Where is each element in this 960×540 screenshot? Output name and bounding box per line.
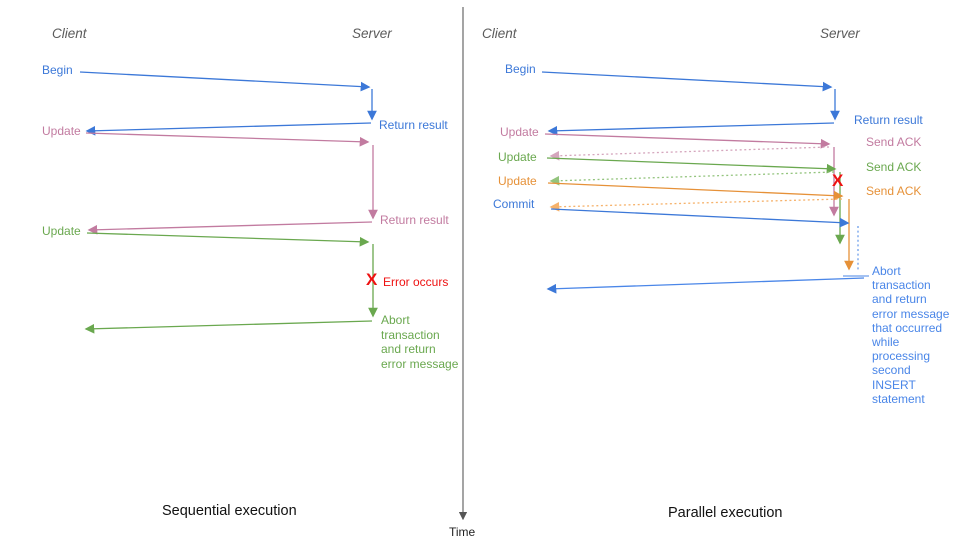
par-commit-request-arrow (550, 208, 850, 228)
seq-abort-line: error message (381, 356, 459, 371)
par-abort-line: transaction (872, 278, 931, 293)
sequential-diagram-arrows (79, 71, 378, 334)
seq-abort-line: Abort (381, 313, 410, 327)
seq-update2-return-arrow (84, 320, 373, 334)
par-abort-line: Abort (872, 264, 901, 278)
par-update1-request-arrow (544, 133, 831, 149)
par-abort-line: statement (872, 391, 925, 406)
seq-client-header: Client (52, 26, 87, 41)
par-abort-line: second (872, 363, 911, 378)
par-update1-ack-arrow (549, 146, 830, 161)
par-begin-request-arrow (541, 71, 833, 92)
seq-begin-request-arrow (79, 71, 371, 92)
par-caption: Parallel execution (668, 505, 783, 521)
par-update1-label: Update (500, 125, 539, 139)
par-update2-request-arrow (546, 157, 837, 174)
par-server-header: Server (820, 26, 860, 41)
par-abort-line: that occurred (872, 320, 943, 335)
par-abort-line: while (872, 335, 900, 350)
par-client-header: Client (482, 26, 517, 41)
par-commit-label: Commit (493, 197, 535, 211)
par-send-ack3-label: Send ACK (866, 184, 922, 198)
par-abort-line: error message (872, 306, 950, 321)
seq-error-occurs-label: Error occurs (383, 275, 449, 289)
parallel-diagram-arrows (541, 71, 869, 294)
par-update2-label: Update (498, 150, 537, 164)
par-abort-return-arrow (546, 277, 865, 294)
par-abort-line: processing (872, 349, 931, 364)
seq-server-header: Server (352, 26, 392, 41)
seq-error-x-icon: X (366, 270, 378, 289)
par-update2-ack-arrow (549, 171, 835, 186)
seq-return-result2-label: Return result (380, 213, 449, 227)
seq-update2-request-arrow (86, 232, 370, 247)
par-update3-ack-arrow (549, 198, 843, 212)
par-begin-return-arrow (547, 122, 835, 136)
par-send-ack2-label: Send ACK (866, 160, 922, 174)
seq-begin-label: Begin (42, 63, 73, 77)
seq-abort-message: Abort transaction and return error messa… (381, 313, 458, 371)
par-error-x-icon: X (832, 171, 844, 190)
seq-return-result1-label: Return result (379, 118, 448, 132)
seq-update2-label: Update (42, 224, 81, 238)
seq-abort-line: and return (381, 342, 436, 356)
time-axis-label: Time (449, 525, 476, 539)
par-abort-message: Abort transaction and return error messa… (872, 264, 949, 406)
seq-update1-label: Update (42, 124, 81, 138)
par-send-ack1-label: Send ACK (866, 135, 922, 149)
par-begin-label: Begin (505, 62, 536, 76)
seq-abort-line: transaction (381, 327, 440, 342)
seq-update1-return-arrow (87, 221, 373, 235)
par-return-result-label: Return result (854, 113, 923, 127)
par-abort-line: INSERT (872, 377, 916, 392)
par-abort-line: and return (872, 292, 927, 307)
par-update3-label: Update (498, 174, 537, 188)
seq-caption: Sequential execution (162, 503, 297, 519)
par-update3-request-arrow (547, 182, 844, 201)
seq-begin-return-arrow (85, 122, 372, 136)
seq-update1-request-arrow (85, 132, 370, 147)
